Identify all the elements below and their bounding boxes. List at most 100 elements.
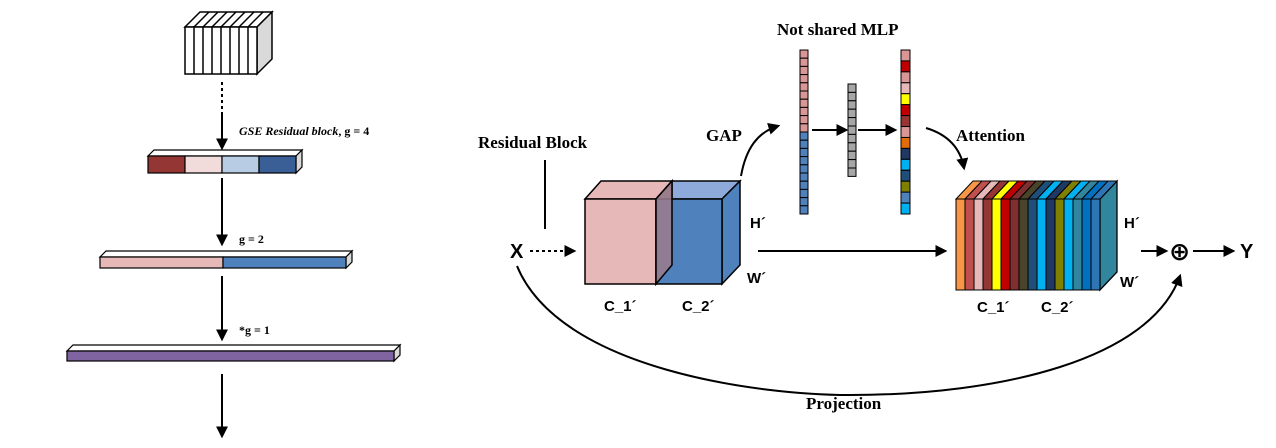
out-front-stripe [964,198,975,291]
mlp-output-cell [900,147,911,160]
x-label: X [510,241,524,263]
mlp-input-cell [799,49,809,59]
mlp-hidden-vector [847,83,857,177]
out-front-stripe [1072,198,1083,291]
mlp-input-cell [799,197,809,207]
mlp-hidden-cell [847,100,857,110]
g2-segment-2 [222,256,347,269]
mlp-output-cell [900,202,911,215]
stage1-label: GSE Residual block, g = 4 [239,124,369,138]
mlp-output-cell [900,169,911,182]
out-front-stripe [1045,198,1056,291]
g2-segment-1 [99,256,224,269]
mlp-input-cell [799,180,809,190]
mlp-output-cell [900,93,911,106]
output-w-label: W´ [1120,274,1139,291]
right-panel: Residual Block X H´ W´ C_1´ C_2´ GAP Not… [478,20,1254,413]
mlp-hidden-cell [847,150,857,161]
g4-segment-2 [184,155,223,174]
mlp-hidden-cell [847,159,857,169]
g4-segment-4 [258,155,297,174]
mlp-input-cell [799,74,809,84]
mlp-output-cell [900,126,911,138]
mlp-output-cell [900,60,911,73]
out-front-stripe [991,198,1002,291]
projection-curve [516,265,1183,397]
mlp-input-cell [799,106,809,117]
mlp-output-cell [900,82,911,95]
mlp-output-cell [900,180,911,193]
y-label: Y [1240,241,1254,263]
mlp-output-cell [900,71,911,84]
mlp-input-cell [799,98,809,108]
mlp-hidden-cell [847,167,857,177]
mlp-input-cell [799,164,809,174]
mlp-hidden-cell [847,83,857,93]
attention-label: Attention [956,126,1025,145]
input-c1-label: C_1´ [604,298,637,315]
mlp-input-cell [799,156,809,166]
out-front-stripe [1018,198,1029,291]
output-h-label: H´ [1124,215,1140,232]
out-front-stripe [1090,198,1101,291]
mlp-input-cell [799,90,809,100]
g4-segment-1 [147,155,186,174]
mlp-input-cell [799,65,809,76]
mlp-output-vector [900,49,911,215]
out-front-stripe [1054,198,1065,291]
mlp-input-vector [799,49,809,215]
mlp-input-cell [799,188,809,199]
input-h-label: H´ [750,215,766,232]
group-bar-g1 [65,343,402,363]
out-front-stripe [982,198,993,291]
mlp-input-cell [799,123,809,133]
mlp-output-cell [900,136,911,149]
mlp-hidden-cell [847,142,857,152]
out-front-stripe [1063,198,1074,291]
gap-arrow [740,123,781,177]
output-c2-label: C_2´ [1041,299,1074,316]
group-bar-g4 [146,148,304,175]
stage2-label: g = 2 [239,232,264,246]
out-front-stripe [1036,198,1047,291]
residual-block-label: Residual Block [478,133,588,152]
out-front-stripe [973,198,984,291]
mlp-input-cell [799,139,809,149]
input-c2-label: C_2´ [682,298,715,315]
out-front-stripe [1009,198,1020,291]
plus-symbol: ⊕ [1169,238,1190,266]
input-feature-cube [183,10,274,76]
mlp-hidden-cell [847,125,857,135]
mlp-hidden-cell [847,133,857,144]
gap-label: GAP [706,126,742,145]
input-block-cube [583,179,742,287]
stage3-label: *g = 1 [239,323,270,337]
output-attended-cube [954,179,1119,292]
left-panel: GSE Residual block, g = 4 g = 2 *g = 1 [65,10,402,439]
projection-label: Projection [806,394,882,413]
out-front-stripe [1027,198,1038,291]
g4-segment-3 [221,155,260,174]
out-front-stripe [1000,198,1011,291]
mlp-input-cell [799,131,809,141]
mlp-hidden-cell [847,108,857,119]
mlp-input-cell [799,82,809,92]
mlp-input-cell [799,172,809,182]
input-w-label: W´ [747,270,766,287]
mlp-input-cell [799,205,809,215]
mlp-input-cell [799,115,809,125]
mlp-output-cell [900,158,911,171]
group-bar-g2 [98,249,354,270]
mlp-output-cell [900,49,911,62]
mlp-output-cell [900,104,911,117]
mlp-input-cell [799,147,809,158]
out-front-stripe [1081,198,1092,291]
g1-segment [66,350,395,362]
out-right-face [1099,179,1118,292]
attention-arrow [925,127,969,171]
out-front-stripe [955,198,966,291]
c1-face [584,198,657,285]
mlp-output-cell [900,191,911,204]
mlp-hidden-cell [847,117,857,127]
